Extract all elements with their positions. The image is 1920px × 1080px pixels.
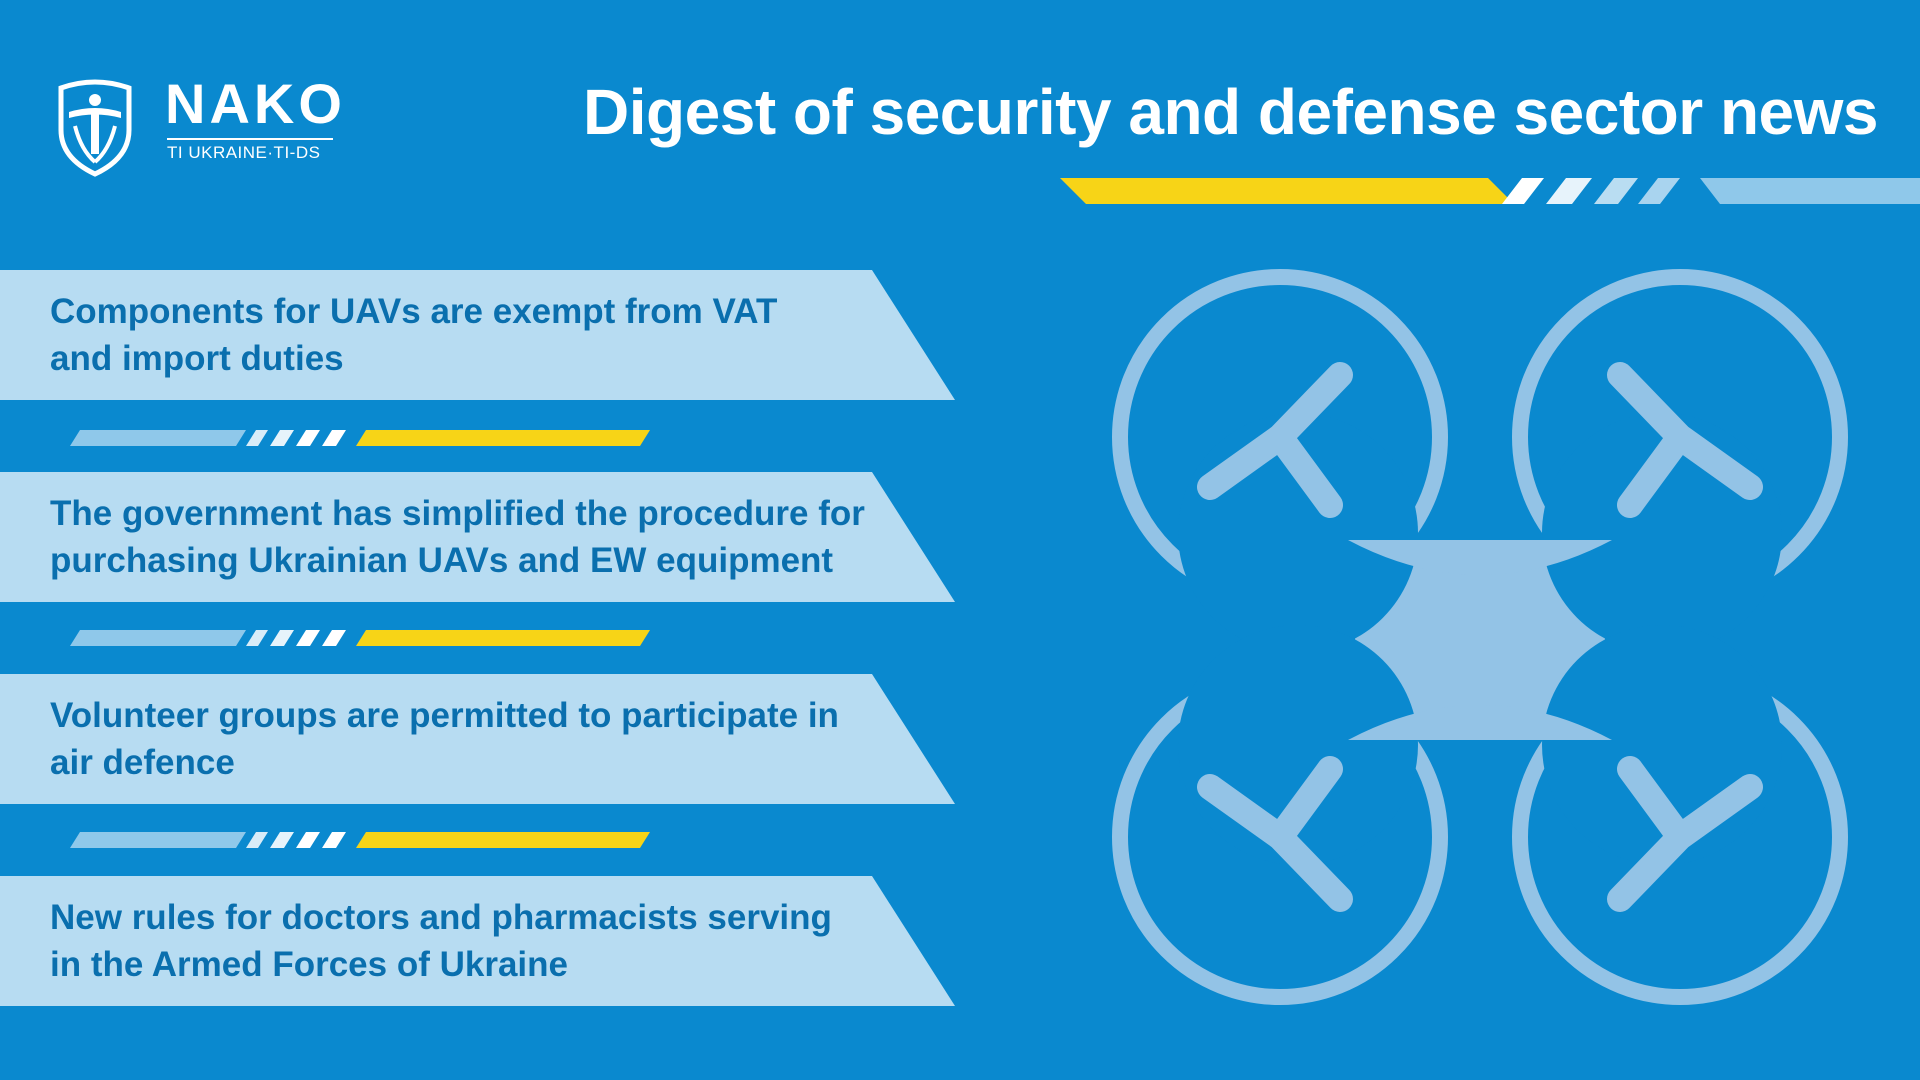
logo-subtitle: TI UKRAINE·TI-DS — [167, 138, 333, 163]
news-item-text: The government has simplified the proced… — [50, 494, 865, 580]
logo: NAKO TI UKRAINE·TI-DS — [55, 72, 355, 178]
news-item-2: The government has simplified the proced… — [0, 472, 955, 602]
news-item-text: Volunteer groups are permitted to partic… — [50, 696, 839, 782]
logo-name: NAKO — [165, 72, 346, 135]
page-title: Digest of security and defense sector ne… — [583, 76, 1878, 148]
news-item-1: Components for UAVs are exempt from VAT … — [0, 270, 955, 400]
news-item-4: New rules for doctors and pharmacists se… — [0, 876, 955, 1006]
divider-stripe — [70, 630, 650, 646]
divider-stripe — [70, 430, 650, 446]
divider-stripe — [70, 832, 650, 848]
news-item-3: Volunteer groups are permitted to partic… — [0, 674, 955, 804]
header-stripe-decoration — [1060, 178, 1920, 204]
drone-icon — [1112, 269, 1848, 1005]
news-item-text: New rules for doctors and pharmacists se… — [50, 898, 832, 984]
nako-shield-icon — [58, 79, 132, 177]
news-item-text: Components for UAVs are exempt from VAT … — [50, 292, 778, 378]
